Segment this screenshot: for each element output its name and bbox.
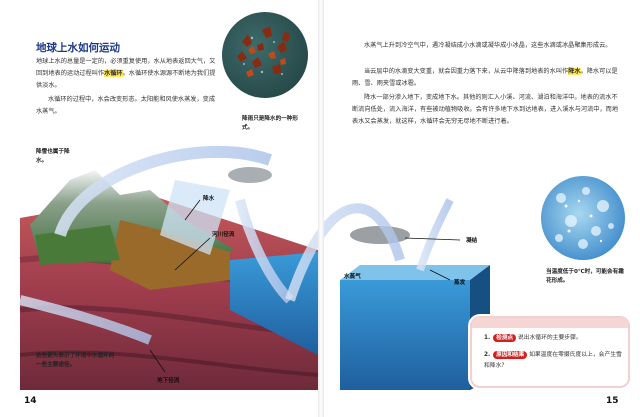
state-change-paragraph: 水循环的过程中，水会改变形态。太阳能和风使水蒸发，变成水蒸气。 xyxy=(36,96,216,115)
book-gutter xyxy=(318,0,324,417)
quiz-header-bar xyxy=(472,318,628,328)
highlight-water-cycle: 水循环 xyxy=(104,70,123,77)
precipitation-paragraph: 当云层中的水滴变大变重，就会因重力落下来，从云中降落到地表的水叫作降水。降水可以… xyxy=(352,68,618,87)
snow-label: 降雪也属于降水。 xyxy=(36,149,70,164)
sea-right xyxy=(340,280,470,390)
autumn-forest xyxy=(110,220,230,290)
page-number-left: 14 xyxy=(24,396,37,406)
rain-photo-caption: 降雨只是降水的一种形式。 xyxy=(242,116,298,131)
evaporation-label: 蒸发 xyxy=(454,280,466,286)
runoff-paragraph: 降水一部分渗入地下，变成地下水。其他的则汇入小溪、河流、湖泊和海洋中。地表的流水… xyxy=(352,94,619,125)
page-title: 地球上水如何运动 xyxy=(36,42,120,54)
condensation-label: 凝结 xyxy=(466,238,478,244)
intro-paragraph: 地球上水的总量是一定的，必须重复使用，水从地表返回大气，又回到地表的运动过程叫作… xyxy=(36,58,216,89)
highlight-precipitation: 降水 xyxy=(568,68,581,75)
cloud-right xyxy=(350,226,410,244)
river-runoff-label: 河川径流 xyxy=(212,232,235,238)
cycle-arrow xyxy=(285,203,405,302)
frost-photo xyxy=(541,176,625,260)
vapor-arrow xyxy=(416,198,454,272)
quiz-item-2: 2.原因和结果 如果温度在零摄氏度以上，会产生雪和降水？ xyxy=(484,351,622,369)
groundwater-arrow xyxy=(18,295,152,345)
arrow-caption: 这些箭头表示了环境中水循环的一些主要途径。 xyxy=(36,353,115,368)
precipitation-label: 降水 xyxy=(203,196,215,202)
rain-leaves-photo xyxy=(222,12,308,98)
rain-shaft xyxy=(160,180,230,255)
groundwater-label: 地下径流 xyxy=(157,378,180,384)
condensation-paragraph: 水蒸气上升到冷空气中，遇冷凝结成小水滴或凝华成小冰晶，这些水滴或冰晶聚集形成云。 xyxy=(364,42,612,49)
runoff-arrow xyxy=(235,198,294,304)
frost-caption: 当温度低于0℃时，可能会有霜花形成。 xyxy=(546,269,624,284)
cloud-left xyxy=(228,167,272,183)
cause-effect-tag: 原因和结果 xyxy=(493,351,528,359)
page-number-right: 15 xyxy=(606,396,619,406)
water-vapor-label: 水蒸气 xyxy=(344,274,361,280)
quiz-item-1: 1.检测点 说出水循环的主要步骤。 xyxy=(484,334,582,342)
evaporation-arrow xyxy=(54,145,273,238)
checkpoint-tag: 检测点 xyxy=(493,334,517,342)
water-cycle-illustration xyxy=(18,145,490,390)
